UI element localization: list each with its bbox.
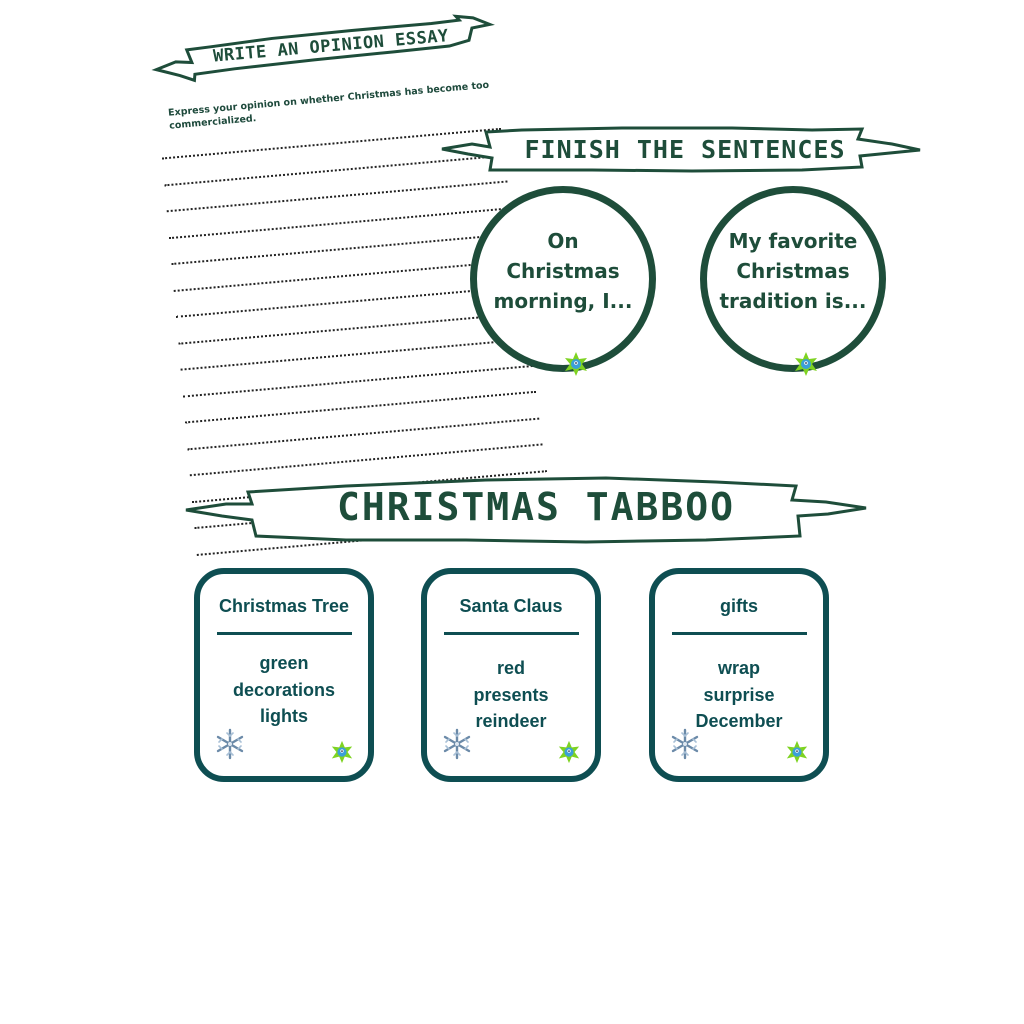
taboo-words: wrap surprise December [655, 655, 823, 735]
taboo-words: green decorations lights [200, 650, 368, 730]
taboo-word-1: red [496, 658, 525, 678]
writing-line [166, 180, 508, 213]
snowflake-icon [216, 728, 244, 760]
taboo-word-2: presents [473, 684, 549, 705]
taboo-word-1: wrap [717, 658, 760, 678]
writing-line [168, 206, 512, 239]
sentence-prompt-2: My favorite Christmas tradition is... [719, 229, 867, 313]
taboo-words: red presents reindeer [427, 655, 595, 735]
tabboo-banner: CHRISTMAS TABBOO [185, 476, 867, 544]
snowflake-icon [671, 728, 699, 760]
taboo-card-2: Santa Claus red presents reindeer [421, 568, 601, 782]
sentence-card-2: My favorite Christmas tradition is... [700, 186, 886, 376]
taboo-word: Christmas Tree [218, 596, 350, 616]
taboo-word-3: reindeer [475, 711, 547, 731]
writing-line [171, 233, 515, 266]
tabboo-title: CHRISTMAS TABBOO [337, 485, 735, 529]
taboo-word-1: green [259, 653, 309, 673]
finish-sentences-banner: FINISH THE SENTENCES [441, 126, 921, 173]
mascot-icon [331, 740, 353, 764]
taboo-word: Santa Claus [459, 596, 563, 616]
essay-title-banner: WRITE AN OPINION ESSAY [151, 14, 495, 83]
taboo-card-1: Christmas Tree green decorations lights [194, 568, 374, 782]
writing-line [187, 417, 540, 450]
taboo-word-3: lights [260, 706, 308, 726]
mascot-icon [786, 740, 808, 764]
card-divider [444, 632, 579, 635]
essay-section: WRITE AN OPINION ESSAY Express your opin… [150, 0, 594, 556]
taboo-word-2: surprise [703, 684, 775, 705]
card-divider [672, 632, 807, 635]
writing-line [189, 443, 543, 477]
taboo-word-2: decorations [232, 679, 336, 700]
writing-line [180, 338, 529, 371]
writing-line [182, 364, 533, 398]
mascot-icon [795, 352, 817, 376]
taboo-card-3: gifts wrap surprise December [649, 568, 829, 782]
card-divider [217, 632, 352, 635]
finish-sentences-title: FINISH THE SENTENCES [524, 135, 845, 164]
mascot-icon [558, 740, 580, 764]
writing-line [173, 259, 519, 292]
sentence-prompt-1: On Christmas morning, I... [493, 229, 633, 313]
taboo-word: gifts [720, 596, 758, 616]
snowflake-icon [443, 728, 471, 760]
writing-line [178, 311, 526, 345]
taboo-word-3: December [695, 711, 783, 731]
mascot-icon [565, 352, 587, 376]
sentence-card-1: On Christmas morning, I... [470, 186, 656, 376]
writing-line [185, 390, 536, 424]
